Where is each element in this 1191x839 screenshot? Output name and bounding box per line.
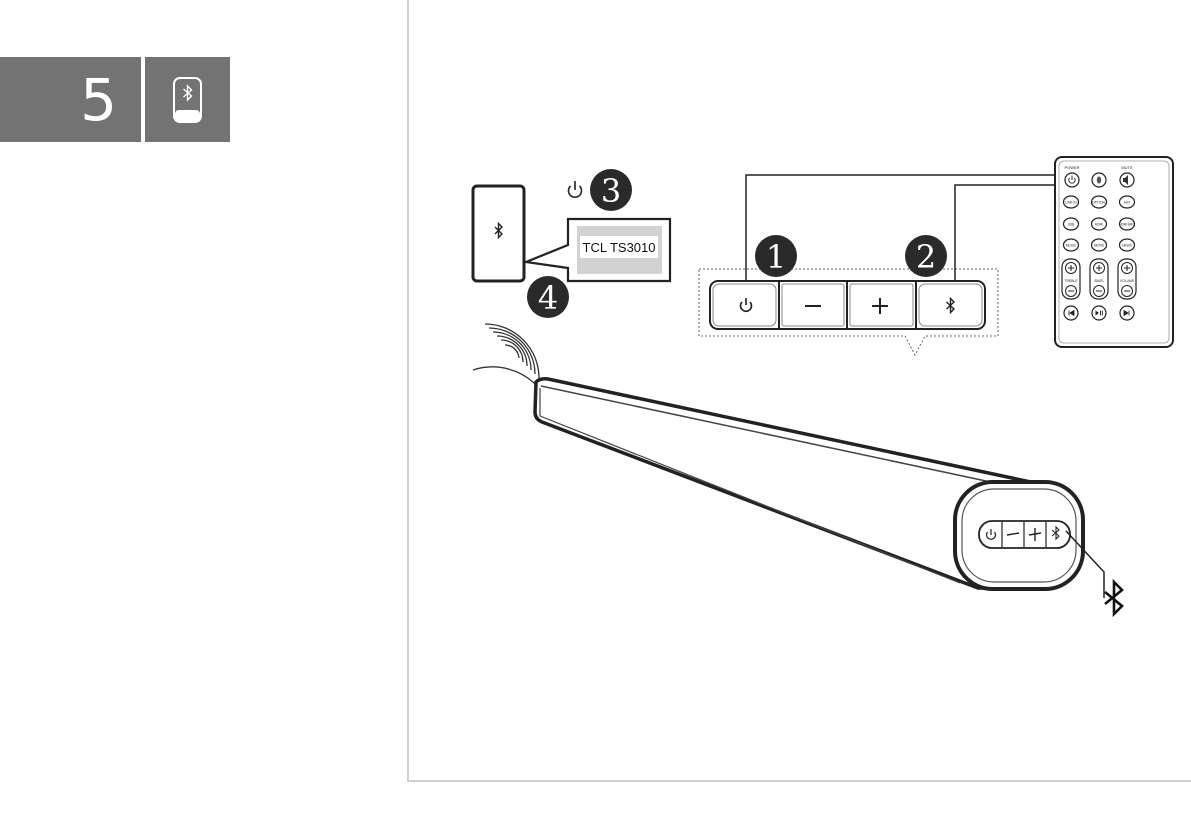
wifi-waves-icon (473, 324, 539, 388)
remote-previous-button[interactable] (1064, 306, 1078, 320)
remote-news-button[interactable]: NEWS (1120, 239, 1135, 251)
phone-icon (473, 186, 524, 281)
remote-power-button[interactable] (1065, 173, 1079, 187)
svg-text:OPTICAL: OPTICAL (1092, 201, 1106, 205)
svg-text:MUSIC: MUSIC (1066, 244, 1077, 248)
remote-label-mute: MUTE (1121, 165, 1133, 170)
svg-text:MOVIE: MOVIE (1094, 244, 1104, 248)
power-icon (569, 181, 582, 197)
svg-text:AUX: AUX (1124, 201, 1131, 205)
svg-text:NEWS: NEWS (1122, 244, 1132, 248)
bluetooth-icon (1105, 582, 1122, 614)
soundbar-icon (535, 379, 1083, 589)
callout-1: 1 (766, 238, 786, 276)
remote-hdmi-arc-button[interactable]: HDMI ARC (1119, 218, 1135, 230)
remote-line-in-button[interactable]: LINE IN (1064, 196, 1079, 208)
remote-music-button[interactable]: MUSIC (1064, 239, 1079, 251)
svg-text:HDMI ARC: HDMI ARC (1119, 223, 1135, 227)
remote-volume-rocker[interactable]: VOLUME (1118, 259, 1136, 299)
remote-bass-rocker[interactable]: BASS (1090, 259, 1108, 299)
svg-text:LINE IN: LINE IN (1065, 201, 1077, 205)
remote-label-power: POWER (1064, 165, 1079, 170)
device-name: TCL TS3010 (583, 240, 656, 255)
remote-treble-rocker[interactable]: TREBLE (1062, 259, 1080, 299)
callout-4: 4 (538, 279, 558, 317)
svg-text:USB: USB (1068, 223, 1075, 227)
remote-movie-button[interactable]: MOVIE (1092, 239, 1107, 251)
remote-aux-button[interactable]: AUX (1120, 196, 1135, 208)
device-list-popup: TCL TS3010 (526, 219, 670, 281)
remote-control: POWER MUTE LINE IN OPTICAL AUX (1055, 157, 1173, 347)
callout-2: 2 (916, 238, 936, 276)
remote-hdmi-button[interactable]: HDMI (1092, 218, 1107, 230)
remote-optical-button[interactable]: OPTICAL (1092, 196, 1107, 208)
svg-text:BASS: BASS (1094, 279, 1104, 283)
svg-text:HDMI: HDMI (1095, 223, 1103, 227)
callout-3: 3 (601, 172, 621, 210)
remote-play-pause-button[interactable] (1092, 306, 1106, 320)
svg-text:TREBLE: TREBLE (1064, 279, 1078, 283)
svg-text:VOLUME: VOLUME (1120, 279, 1135, 283)
remote-next-button[interactable] (1120, 306, 1134, 320)
remote-usb-button[interactable]: USB (1064, 218, 1079, 230)
remote-mute-button[interactable] (1120, 173, 1134, 187)
remote-bluetooth-button[interactable] (1092, 173, 1106, 187)
